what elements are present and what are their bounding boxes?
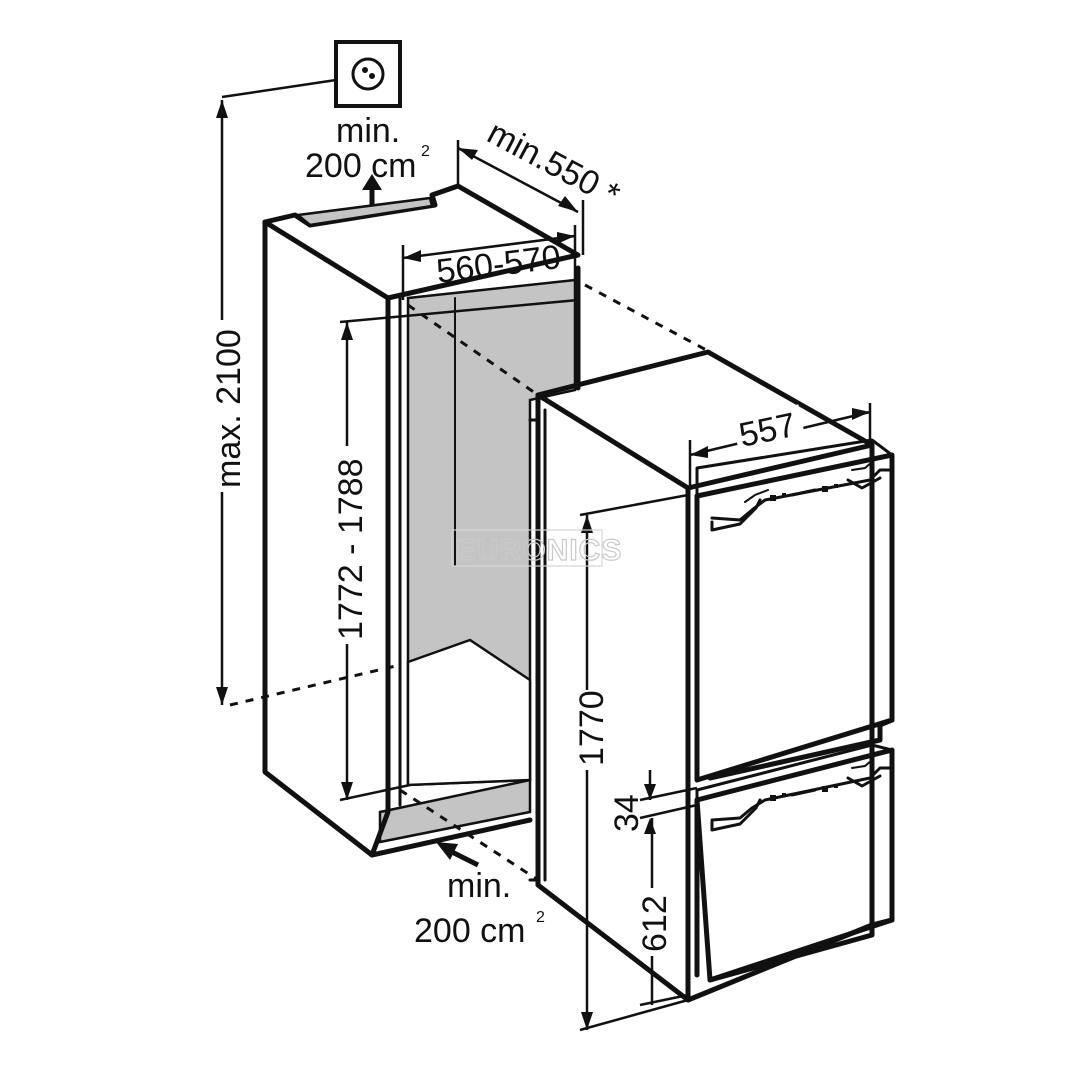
appliance-top-front [535, 392, 691, 491]
appliance-width-label: 557 [736, 406, 799, 455]
top-vent-area-superscript: 2 [421, 143, 430, 160]
max-height-label: max. 2100 [210, 329, 248, 488]
top-airflow-arrow-icon [362, 174, 382, 205]
appliance [528, 349, 895, 1003]
niche-bottom-edge [369, 817, 533, 858]
appliance-height-label: 1770 [573, 690, 611, 766]
niche-cabinet [262, 183, 581, 858]
appliance-back-strip [528, 418, 540, 882]
bottom-vent-min-label: min. [447, 867, 511, 905]
niche-bottom-vent [378, 778, 532, 844]
lower-door [694, 743, 895, 983]
niche-top-vent [294, 196, 434, 227]
dashed-guides [229, 283, 711, 882]
upper-door [694, 438, 895, 783]
lower-door-height-label: 612 [636, 895, 674, 952]
door-gap-label: 34 [608, 794, 646, 832]
top-vent-min-label: min. [336, 112, 400, 150]
upper-control-panel [710, 461, 894, 532]
watermark-text: EURONICS [456, 534, 622, 567]
bottom-vent-area-label: 200 cm [414, 912, 526, 950]
niche-height-label: 1772 - 1788 [332, 459, 370, 641]
niche-top-edge [262, 219, 391, 301]
bottom-airflow-arrow-icon [436, 842, 480, 868]
niche-floor [406, 638, 532, 787]
lower-control-panel [710, 759, 894, 832]
power-socket-icon [334, 40, 402, 108]
appliance-top-right [685, 442, 875, 491]
bottom-vent-area-superscript: 2 [536, 909, 545, 926]
top-vent-area-label: 200 cm [305, 147, 417, 185]
watermark: EURONICS [451, 529, 622, 568]
